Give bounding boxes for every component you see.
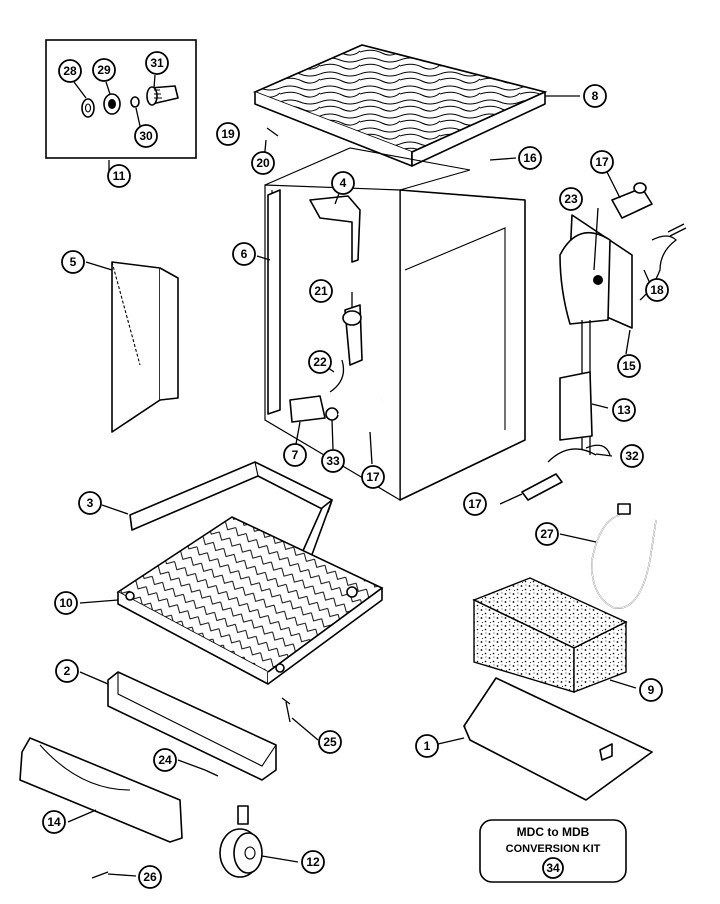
callout-6: 6 <box>232 242 256 266</box>
svg-text:32: 32 <box>625 449 639 463</box>
svg-text:MDC to MDB: MDC to MDB <box>517 825 590 839</box>
side-panel <box>267 189 281 415</box>
wire-harness <box>591 503 657 609</box>
cover <box>463 677 653 801</box>
callout-9: 9 <box>639 678 663 702</box>
svg-text:CONVERSION KIT: CONVERSION KIT <box>506 843 601 855</box>
svg-text:24: 24 <box>158 753 172 767</box>
foam-block <box>472 577 628 694</box>
callout-5: 5 <box>61 250 85 274</box>
svg-text:17: 17 <box>468 497 482 511</box>
svg-text:21: 21 <box>314 284 328 298</box>
callout-33: 33 <box>321 449 345 473</box>
callout-17-hose: 17 <box>361 465 385 489</box>
svg-text:10: 10 <box>59 596 73 610</box>
callout-24: 24 <box>153 748 177 772</box>
inset-leaders <box>73 74 156 127</box>
callout-31: 31 <box>145 51 169 75</box>
bracket <box>309 195 361 263</box>
svg-text:6: 6 <box>241 247 248 261</box>
svg-text:9: 9 <box>648 683 655 697</box>
callout-16: 16 <box>518 146 542 170</box>
callout-28: 28 <box>58 59 82 83</box>
svg-text:30: 30 <box>139 129 153 143</box>
water-valve-bracket <box>521 182 687 501</box>
callout-4: 4 <box>331 171 355 195</box>
svg-text:34: 34 <box>546 861 560 875</box>
callout-19: 19 <box>216 122 240 146</box>
svg-text:17: 17 <box>366 470 380 484</box>
conversion-kit-label: MDC to MDB CONVERSION KIT 34 <box>479 819 627 883</box>
callout-26: 26 <box>138 865 162 889</box>
svg-text:13: 13 <box>617 403 631 417</box>
svg-text:3: 3 <box>87 496 94 510</box>
inset-box <box>45 39 197 159</box>
svg-text:5: 5 <box>70 255 77 269</box>
callout-27: 27 <box>535 522 559 546</box>
front-trim <box>111 261 179 433</box>
callout-20: 20 <box>251 151 275 175</box>
callout-10: 10 <box>54 591 78 615</box>
callout-14: 14 <box>42 810 66 834</box>
svg-text:2: 2 <box>64 664 71 678</box>
svg-text:15: 15 <box>622 359 636 373</box>
callout-3: 3 <box>78 491 102 515</box>
svg-text:28: 28 <box>63 64 77 78</box>
svg-text:23: 23 <box>564 192 578 206</box>
top-panel <box>252 44 548 167</box>
callout-30: 30 <box>134 124 158 148</box>
callout-7: 7 <box>283 443 307 467</box>
svg-text:4: 4 <box>340 176 347 190</box>
callout-12: 12 <box>301 850 325 874</box>
svg-text:31: 31 <box>150 56 164 70</box>
screws <box>91 697 291 879</box>
svg-text:11: 11 <box>113 169 126 183</box>
rail <box>107 671 277 781</box>
base <box>116 516 384 685</box>
callout-25: 25 <box>318 730 342 754</box>
callout-15: 15 <box>617 354 641 378</box>
svg-text:12: 12 <box>306 855 320 869</box>
svg-text:8: 8 <box>592 89 599 103</box>
callout-1: 1 <box>415 734 439 758</box>
callout-29: 29 <box>92 58 116 82</box>
callout-17-tube: 17 <box>463 492 487 516</box>
svg-text:16: 16 <box>523 151 537 165</box>
svg-text:19: 19 <box>221 127 235 141</box>
callout-32: 32 <box>620 444 644 468</box>
callout-2: 2 <box>55 659 79 683</box>
svg-text:33: 33 <box>326 454 340 468</box>
svg-text:1: 1 <box>424 739 431 753</box>
callout-13: 13 <box>612 398 636 422</box>
callout-11: 11 <box>107 164 131 188</box>
callout-8: 8 <box>583 84 607 108</box>
callout-18: 18 <box>645 278 669 302</box>
callout-17-valve: 17 <box>590 150 614 174</box>
caster <box>219 805 263 878</box>
toe-kick <box>19 737 183 843</box>
svg-text:17: 17 <box>595 155 609 169</box>
callout-22: 22 <box>308 350 332 374</box>
cabinet <box>264 147 526 502</box>
leader-lines <box>67 95 653 877</box>
svg-text:20: 20 <box>256 156 270 170</box>
svg-text:18: 18 <box>650 283 664 297</box>
svg-text:26: 26 <box>143 870 157 884</box>
svg-text:22: 22 <box>313 355 327 369</box>
svg-text:7: 7 <box>292 448 299 462</box>
callout-21: 21 <box>309 279 333 303</box>
faucet-adapter-parts <box>81 85 179 118</box>
callout-23: 23 <box>559 187 583 211</box>
svg-text:25: 25 <box>323 735 337 749</box>
svg-text:29: 29 <box>97 63 111 77</box>
valve-assembly <box>289 304 383 423</box>
svg-text:27: 27 <box>540 527 554 541</box>
svg-text:14: 14 <box>47 815 61 829</box>
